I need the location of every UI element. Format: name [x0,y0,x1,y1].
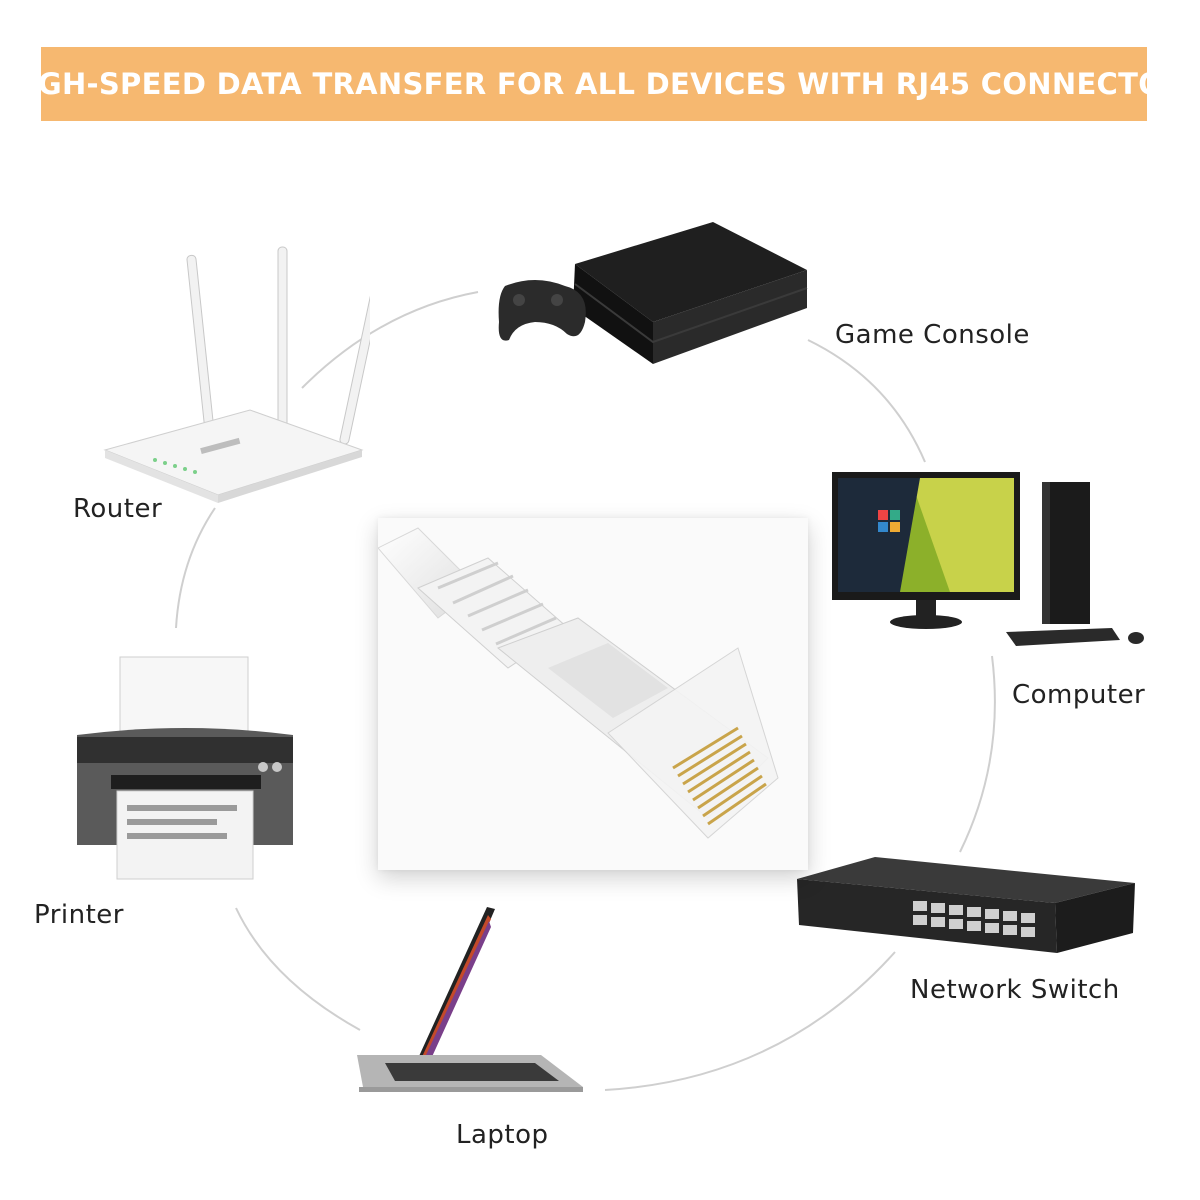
rj45-plug-icon [378,527,779,839]
arc-router-console [301,291,479,389]
gamepad-icon [498,280,586,341]
router-antenna-icon [186,246,370,445]
arc-printer-router [175,507,216,629]
arc-laptop-printer [235,907,361,1031]
label-game-console: Game Console [835,320,1030,350]
label-router: Router [73,494,163,524]
printer-device [77,656,293,880]
game-console-device [498,222,808,364]
label-printer: Printer [34,900,124,930]
arc-computer-switch [959,655,996,853]
computer-device [832,472,1144,646]
rj45-connector-image [378,518,808,870]
arc-console-computer [807,339,926,463]
arc-switch-laptop [604,951,896,1091]
laptop-device [357,907,583,1092]
label-laptop: Laptop [456,1120,549,1150]
header-banner: HIGH-SPEED DATA TRANSFER FOR ALL DEVICES… [2,47,1186,121]
banner-title: HIGH-SPEED DATA TRANSFER FOR ALL DEVICES… [2,67,1186,101]
label-computer: Computer [1012,680,1146,710]
label-network-switch: Network Switch [910,975,1120,1005]
network-switch-device [797,857,1135,953]
router-device [103,246,370,503]
